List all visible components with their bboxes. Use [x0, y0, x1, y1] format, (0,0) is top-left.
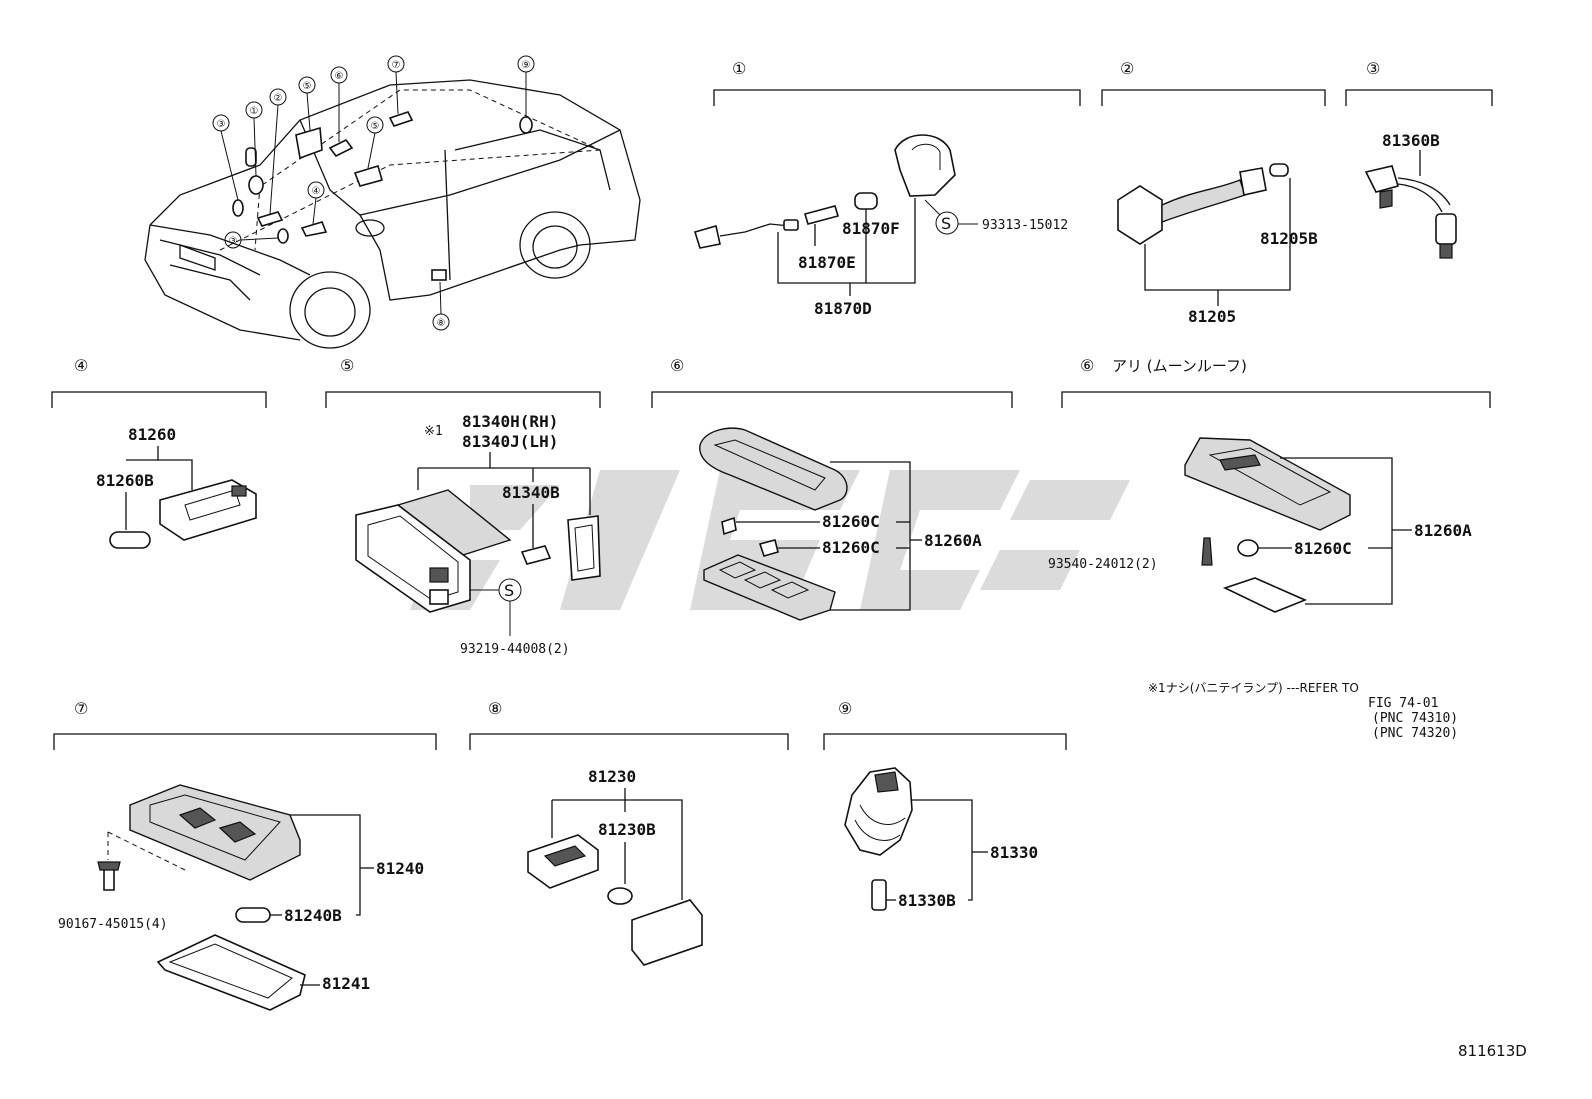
- part-90167-45015: 90167-45015(4): [58, 917, 168, 932]
- section-7-marker: ⑦: [74, 699, 88, 718]
- section-7: ⑦ 90167-45015(4) 81240B 81240 81241: [53, 699, 437, 1011]
- footnote-line-3: (PNC 74310): [1372, 711, 1458, 726]
- callout-7: ⑦: [392, 60, 401, 71]
- part-81260B: 81260B: [96, 471, 154, 490]
- part-93313-15012: 93313-15012: [982, 218, 1068, 233]
- part-81260C-b: 81260C: [822, 538, 880, 557]
- part-81260C-moonroof: 81260C: [1294, 539, 1352, 558]
- part-81240B: 81240B: [284, 906, 342, 925]
- section-6-marker: ⑥: [670, 356, 684, 375]
- callout-5b: ⑤: [371, 121, 380, 132]
- part-81340J-LH: 81340J(LH): [462, 432, 558, 451]
- section-3: ③ 81360B: [1345, 59, 1493, 259]
- section-2: ② 81205B 81205: [1101, 59, 1326, 326]
- section-8: ⑧ 81230 81230B: [469, 699, 789, 966]
- section-2-marker: ②: [1120, 59, 1134, 78]
- section-3-marker: ③: [1366, 59, 1380, 78]
- footnote-line-1: ※1ナシ(バニテイランプ) ---REFER TO: [1148, 681, 1359, 695]
- part-81260: 81260: [128, 425, 176, 444]
- section-6-moonroof: ⑥ アリ (ムーンルーフ) 81260C 81260A 93540-24012(…: [1048, 356, 1491, 613]
- vehicle-lamp-locations: [232, 111, 533, 281]
- section-9: ⑨ 81330 81330B: [823, 699, 1067, 911]
- part-81230: 81230: [588, 767, 636, 786]
- part-81870E: 81870E: [798, 253, 856, 272]
- part-81241: 81241: [322, 974, 370, 993]
- svg-text:S: S: [941, 214, 951, 233]
- section-1-marker: ①: [732, 59, 746, 78]
- svg-text:S: S: [504, 581, 514, 600]
- section-6: ⑥ 81260C 81260C 81260A: [651, 356, 1013, 621]
- part-93540-24012: 93540-24012(2): [1048, 557, 1158, 572]
- section-5-marker: ⑤: [340, 356, 354, 375]
- part-81260A: 81260A: [924, 531, 982, 550]
- figure-id: 811613D: [1458, 1042, 1527, 1060]
- callout-3a: ③: [217, 119, 226, 130]
- part-81330B: 81330B: [898, 891, 956, 910]
- part-81240: 81240: [376, 859, 424, 878]
- section-9-marker: ⑨: [838, 699, 852, 718]
- callout-1: ①: [250, 106, 259, 117]
- callout-9: ⑨: [522, 60, 531, 71]
- callout-8: ⑧: [437, 318, 446, 329]
- part-81340B: 81340B: [502, 483, 560, 502]
- footnote-line-4: (PNC 74320): [1372, 726, 1458, 741]
- section-6b-caption: アリ (ムーンルーフ): [1112, 357, 1247, 375]
- section-4: ④ 81260 81260B: [51, 356, 267, 549]
- callout-3b: ③: [229, 236, 238, 247]
- car-callouts: ③ ① ② ⑤ ⑥ ⑦ ⑨ ⑤ ④ ③ ⑧: [212, 55, 535, 331]
- part-81870D: 81870D: [814, 299, 872, 318]
- section-5: ⑤ ※1 81340H(RH) 81340J(LH) 81340B S 9321…: [325, 356, 601, 657]
- section-8-marker: ⑧: [488, 699, 502, 718]
- part-81360B: 81360B: [1382, 131, 1440, 150]
- part-81205: 81205: [1188, 307, 1236, 326]
- part-93219-44008: 93219-44008(2): [460, 642, 570, 657]
- callout-2: ②: [274, 93, 283, 104]
- vehicle-overview: [144, 79, 641, 349]
- footnote-line-2: FIG 74-01: [1368, 696, 1438, 711]
- section-1: ① 81870F 81870E 81870D S 93313-15012: [693, 59, 1081, 318]
- part-81230B: 81230B: [598, 820, 656, 839]
- part-81870F: 81870F: [842, 219, 900, 238]
- section-4-marker: ④: [74, 356, 88, 375]
- callout-4: ④: [312, 186, 321, 197]
- note-mark-1: ※1: [424, 424, 443, 439]
- part-81340H-RH: 81340H(RH): [462, 412, 558, 431]
- part-81205B: 81205B: [1260, 229, 1318, 248]
- callout-6: ⑥: [335, 71, 344, 82]
- part-81260C-a: 81260C: [822, 512, 880, 531]
- section-6b-marker: ⑥: [1080, 356, 1094, 375]
- footnote: ※1ナシ(バニテイランプ) ---REFER TO FIG 74-01 (PNC…: [1148, 681, 1458, 741]
- part-81260A-moonroof: 81260A: [1414, 521, 1472, 540]
- part-81330: 81330: [990, 843, 1038, 862]
- callout-5a: ⑤: [303, 81, 312, 92]
